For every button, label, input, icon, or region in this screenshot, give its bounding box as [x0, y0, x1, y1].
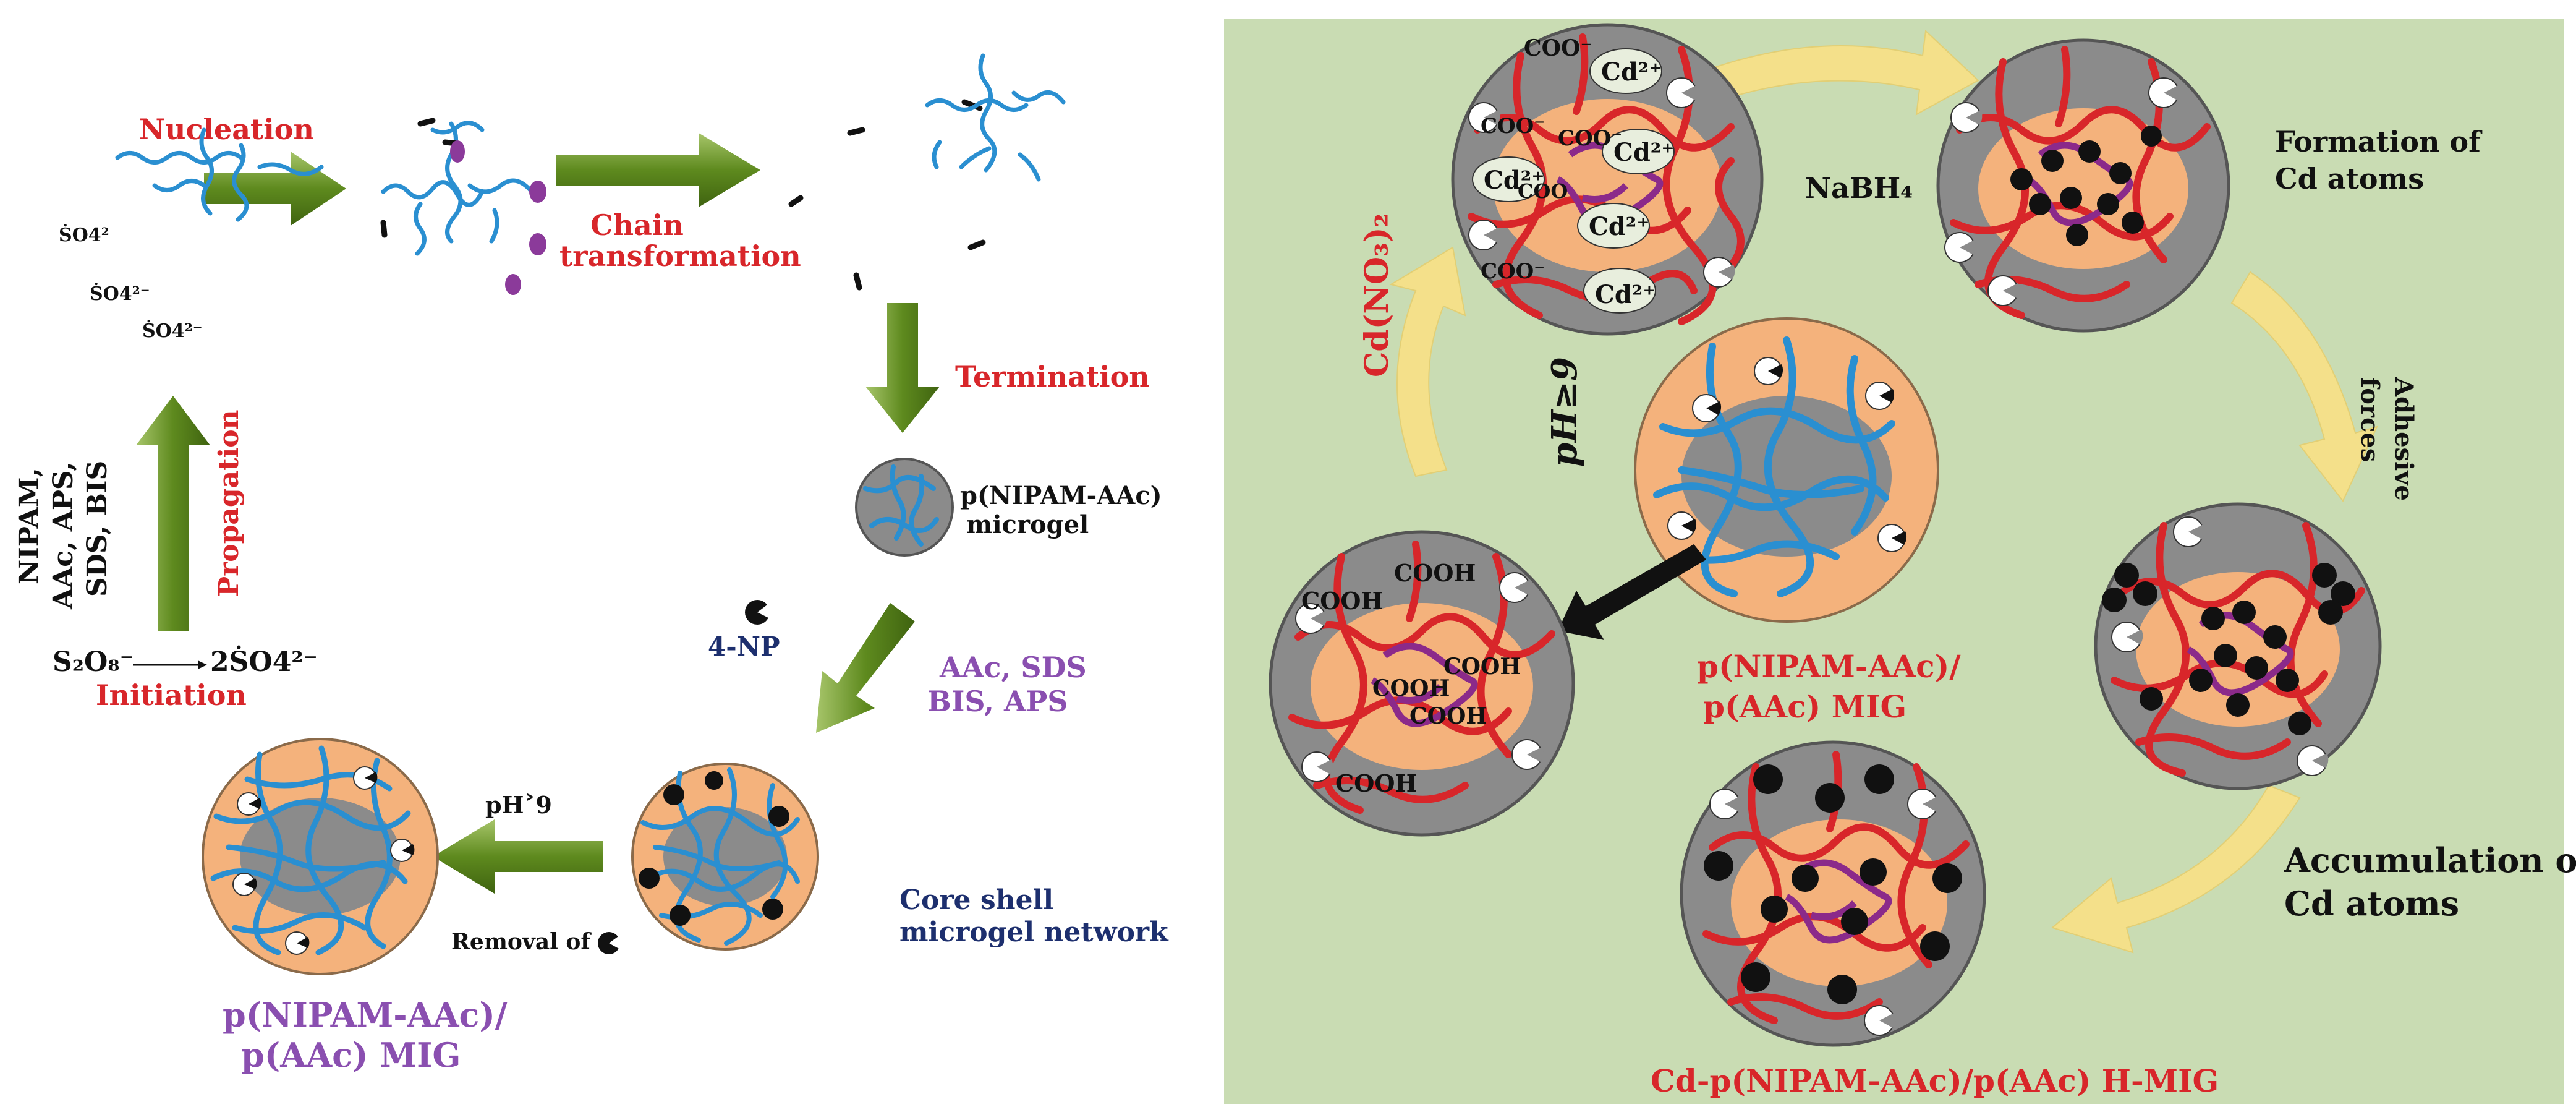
branched-polymer-icon	[925, 53, 1066, 182]
ion-label-9: COO⁻	[1481, 259, 1545, 284]
mig-label-1: p(NIPAM-AAc)/	[223, 995, 508, 1035]
microgel-sphere-icon	[855, 458, 954, 557]
termination-arrow	[865, 303, 940, 433]
adhesive-label-1: Adhesive	[2389, 377, 2418, 501]
cd-no3-label: Cd(NO₃)₂	[1358, 213, 1396, 377]
radical-2: ṠO4²⁻	[90, 282, 150, 305]
accumulation-label-2: Cd atoms	[2284, 884, 2459, 923]
core-shell-label-2: microgel network	[899, 917, 1169, 948]
nabh4-label: NaBH₄	[1805, 171, 1913, 205]
ion-label-5: Cd²⁺	[1484, 166, 1544, 195]
initiation-arrowhead	[198, 660, 207, 669]
top-arrow	[1711, 29, 1979, 116]
microgel-label-2: microgel	[966, 510, 1089, 539]
ion-label-6: Cd²⁺	[1613, 138, 1674, 167]
hybrid-mig-icon	[1680, 740, 1986, 1047]
ion-labels: COO⁻ Cd²⁺ COO⁻ COO⁻ Cd²⁺ Cd²⁺ COO Cd²⁺ C…	[1481, 35, 1674, 309]
ph-arrow	[433, 819, 603, 894]
center-label-1: p(NIPAM-AAc)/	[1697, 648, 1961, 685]
initiation-eq-right: 2ṠO4²⁻	[210, 644, 318, 678]
removal-label: Removal of	[451, 929, 592, 955]
propagation-label: Propagation	[213, 409, 245, 597]
ion-label-8: Cd²⁺	[1589, 212, 1649, 241]
center-label-2: p(AAc) MIG	[1703, 688, 1906, 725]
initiation-eq-left: S₂O₈⁻	[53, 646, 134, 678]
core-shell-microgel-icon	[631, 763, 819, 951]
chain-transformation-label-2: transformation	[559, 239, 801, 273]
reactants-line-3: SDS, BIS	[82, 461, 113, 597]
nucleation-polymer-chains-icon	[115, 127, 324, 222]
radical-3: ṠO4²⁻	[142, 319, 203, 342]
cooh-label-6: COOH	[1335, 769, 1417, 797]
reactants-line-2: AAc, APS,	[48, 462, 79, 610]
chain-transformation-label-1: Chain	[590, 208, 684, 242]
four-np-label: 4-NP	[708, 631, 780, 662]
cooh-labels: COOH COOH COOH COOH COOH COOH	[1301, 559, 1521, 797]
four-np-molecule-icon	[745, 600, 773, 625]
propagation-arrow	[136, 396, 210, 631]
ph-ge9-label: pH≥9	[1544, 357, 1585, 467]
deprotonation-arrow	[1558, 544, 1706, 640]
left-arrow	[1389, 246, 1466, 477]
formation-label-2: Cd atoms	[2275, 162, 2424, 195]
ion-label-3: COO⁻	[1481, 114, 1545, 139]
cooh-label-3: COOH	[1443, 654, 1521, 680]
nucleation-label: Nucleation	[139, 113, 314, 146]
cd-atoms-microgel-icon	[1936, 38, 2230, 333]
formation-label-1: Formation of	[2275, 125, 2483, 158]
adhesive-label-2: forces	[2355, 377, 2384, 462]
mig-sphere-icon	[202, 738, 439, 975]
removal-molecule-icon	[598, 932, 623, 954]
bottom-arrow	[2051, 784, 2301, 954]
accumulation-label-1: Accumulation of	[2284, 840, 2576, 880]
core-shell-label-1: Core shell	[899, 884, 1053, 916]
bottom-label: Cd-p(NIPAM-AAc)/p(AAc) H-MIG	[1651, 1062, 2219, 1099]
ph-label: pH˃9	[485, 791, 552, 819]
termination-label: Termination	[955, 360, 1150, 393]
cycle-arrows	[1389, 29, 2378, 954]
cd-loaded-microgel-icon	[1451, 23, 1764, 336]
microgel-label-1: p(NIPAM-AAc)	[960, 481, 1162, 510]
accumulated-cd-microgel-icon	[2094, 502, 2382, 790]
left-panel: Nucleation	[14, 53, 1169, 1075]
ion-label-4: COO⁻	[1558, 126, 1622, 151]
ion-label-10: Cd²⁺	[1595, 280, 1656, 309]
fragment-dashes	[788, 99, 986, 291]
cooh-microgel-icon	[1269, 530, 1575, 837]
shell-formation-arrow	[816, 603, 915, 733]
propagating-chain-icon	[380, 118, 546, 295]
initiation-label: Initiation	[96, 678, 247, 712]
shell-reagents-label-1: AAc, SDS	[939, 651, 1087, 684]
mig-label-2: p(AAc) MIG	[241, 1035, 461, 1075]
reactants-line-1: NIPAM,	[14, 468, 45, 584]
ion-label-2: Cd²⁺	[1601, 58, 1662, 87]
cooh-label-4: COOH	[1372, 675, 1450, 701]
cooh-label-2: COOH	[1301, 587, 1383, 615]
center-mig-icon	[1634, 317, 1939, 623]
nucleation-arrow	[204, 152, 346, 226]
ion-label-1: COO⁻	[1524, 35, 1592, 61]
radical-1: ṠO4²	[59, 223, 109, 246]
ion-label-7: COO	[1518, 179, 1568, 203]
cooh-label-5: COOH	[1409, 703, 1487, 729]
right-arrow	[2230, 271, 2378, 502]
cooh-label-1: COOH	[1394, 559, 1476, 587]
shell-reagents-label-2: BIS, APS	[927, 685, 1068, 718]
chain-transformation-arrow	[556, 133, 760, 207]
right-panel: COO⁻ Cd²⁺ COO⁻ COO⁻ Cd²⁺ Cd²⁺ COO Cd²⁺ C…	[1224, 19, 2576, 1104]
